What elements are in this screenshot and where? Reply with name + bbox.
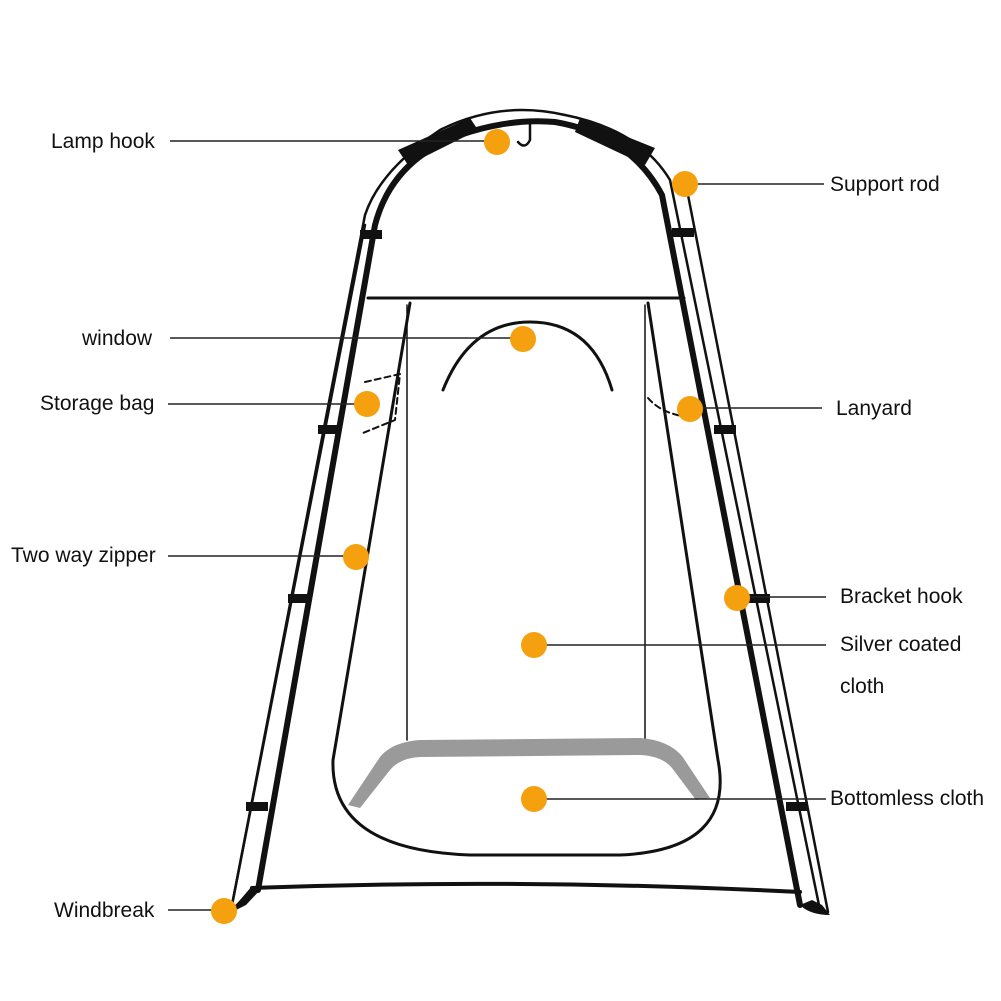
door-panel <box>331 301 722 857</box>
callout-bracket-hook: Bracket hook <box>724 585 963 611</box>
foot-right <box>800 900 830 915</box>
callout-silver-coated-cloth: Silver coated cloth <box>521 632 961 698</box>
window-arch <box>441 320 614 392</box>
strap-clips <box>246 228 808 811</box>
callout-windbreak: Windbreak <box>54 898 237 924</box>
callout-window: window <box>81 326 536 352</box>
marker-dot <box>354 391 380 417</box>
marker-dot <box>211 898 237 924</box>
dome-sleeve-right <box>575 118 655 165</box>
marker-dot <box>521 786 547 812</box>
tent-illustration <box>226 108 830 915</box>
lamp-hook-shape <box>516 120 532 147</box>
callout-label: Storage bag <box>40 392 154 415</box>
callout-label-line2: cloth <box>840 675 884 698</box>
callout-label: Silver coated <box>840 633 961 656</box>
callout-label: window <box>81 327 153 350</box>
callout-label: Lamp hook <box>51 130 155 153</box>
callout-label: Support rod <box>830 173 940 196</box>
callout-storage-bag: Storage bag <box>40 391 380 417</box>
marker-dot <box>672 171 698 197</box>
right-pole-edge <box>686 193 830 914</box>
callout-label: Lanyard <box>836 397 912 420</box>
marker-dot <box>724 585 750 611</box>
marker-dot <box>510 326 536 352</box>
marker-dot <box>343 544 369 570</box>
marker-dot <box>521 632 547 658</box>
storage-bag-shape <box>362 373 401 434</box>
marker-dot <box>677 396 703 422</box>
marker-dot <box>484 129 510 155</box>
callout-label: Bottomless cloth <box>830 787 984 810</box>
callout-support-rod: Support rod <box>672 171 940 197</box>
callout-two-way-zipper: Two way zipper <box>11 544 369 570</box>
bottom-hem <box>250 881 802 894</box>
lanyard-shape <box>647 397 683 417</box>
callout-lanyard: Lanyard <box>677 396 912 422</box>
floor-frame <box>348 738 710 808</box>
callout-label: Bracket hook <box>840 585 963 608</box>
callout-bottomless-cloth: Bottomless cloth <box>521 786 984 812</box>
callout-label: Two way zipper <box>11 544 156 567</box>
callout-label: Windbreak <box>54 899 155 922</box>
callout-lamp-hook: Lamp hook <box>51 129 510 155</box>
